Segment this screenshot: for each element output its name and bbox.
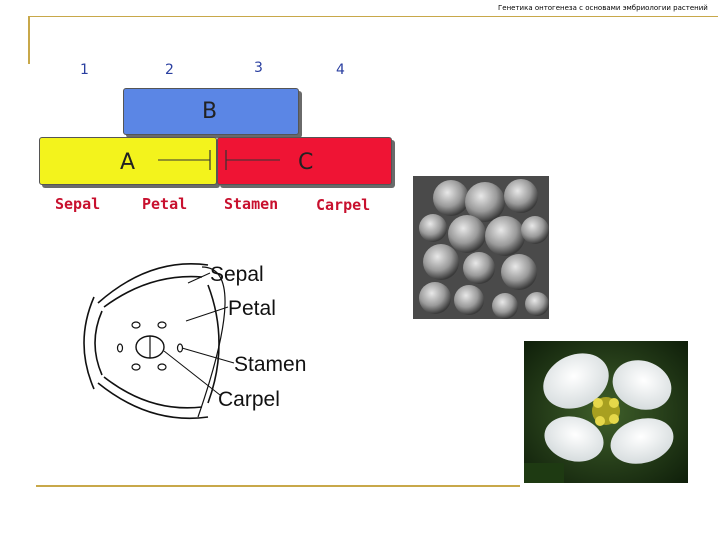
stamen-mark [131,321,141,329]
stamen-mark [131,363,141,371]
sepal-outline-top [97,263,209,304]
top-rule [28,16,718,17]
sepal-outline-right [197,266,226,418]
stamen-mark [157,363,167,371]
whorl-number-4: 4 [336,62,345,78]
gene-b-bar: B [123,88,299,135]
ac-antagonism-mark [158,150,280,170]
organ-label-sepal: Sepal [55,195,101,213]
gene-a-label: A [120,150,136,175]
sepal-leader [187,272,211,284]
sepal-outline-bottom [97,382,209,420]
petal-leader [185,306,229,322]
gene-c-label: C [298,150,314,175]
petal-outline-left [94,310,103,376]
whorl-number-1: 1 [80,62,89,78]
left-rule [28,16,30,64]
stamen-mark [176,343,184,353]
petal-outline-right [207,284,220,404]
flower-photo [524,341,688,483]
stamen-mark [116,343,124,353]
stamen-leader [181,347,235,364]
gene-a-bar: A [39,137,217,185]
organ-label-carpel: Carpel [316,196,371,214]
gene-b-label: B [202,99,218,124]
bottom-rule [36,485,520,487]
petal-outline-top [103,275,203,308]
stamen-mark [157,321,167,329]
floral-label-sepal: Sepal [210,263,264,286]
floral-diagram [83,263,235,420]
carpel-leader [163,350,221,396]
whorl-number-2: 2 [165,62,174,78]
floral-label-petal: Petal [228,297,276,320]
gene-c-bar: C [217,137,392,185]
slide-header-title: Генетика онтогенеза с основами эмбриолог… [498,4,708,12]
sem-micrograph-image [413,176,549,319]
floral-label-carpel: Carpel [218,388,280,411]
organ-label-petal: Petal [142,195,188,213]
petal-outline-bottom [103,376,203,409]
floral-label-stamen: Stamen [234,353,307,376]
sepal-outline-left [83,296,95,390]
whorl-number-3: 3 [254,60,263,76]
organ-label-stamen: Stamen [224,195,279,213]
